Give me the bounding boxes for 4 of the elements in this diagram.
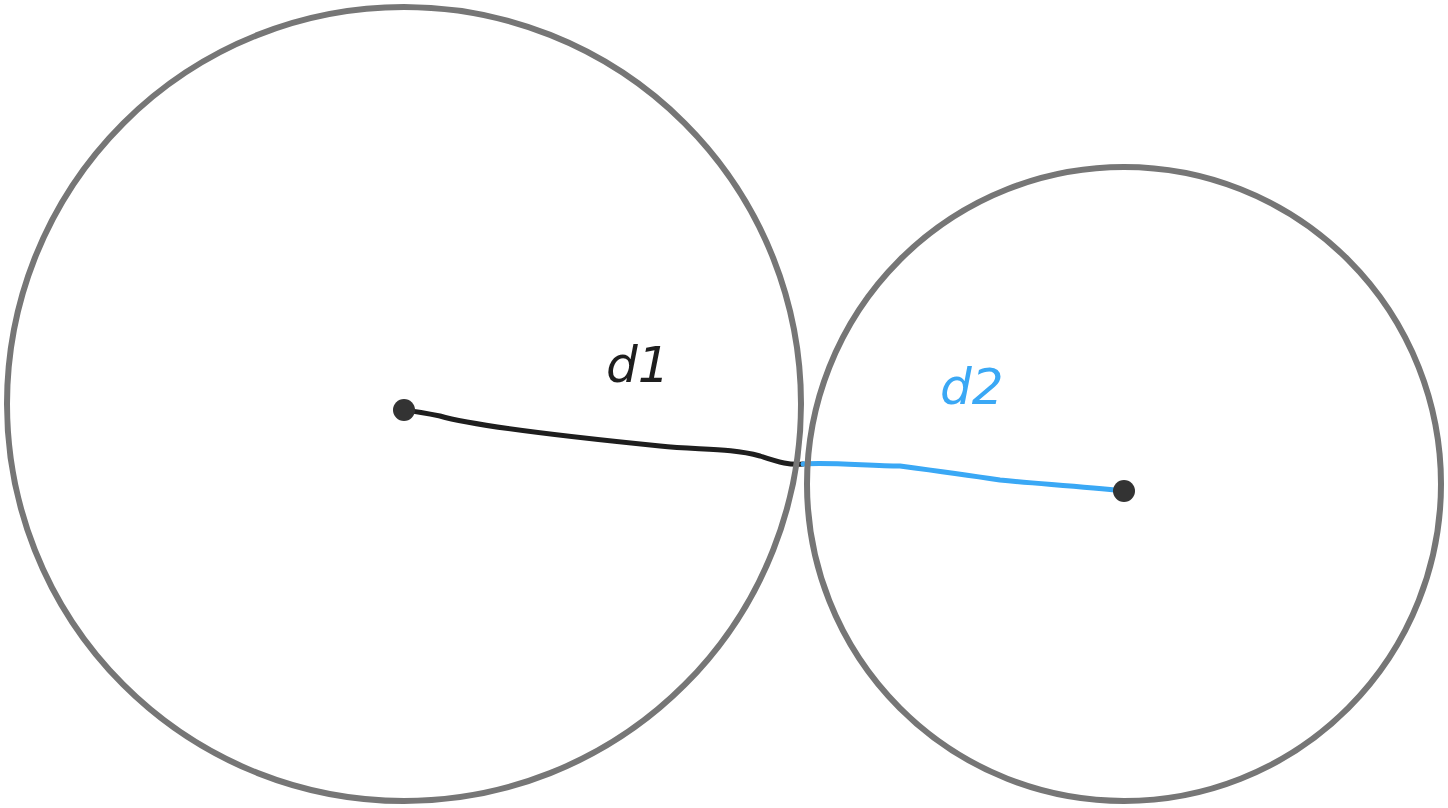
circle-outline — [4, 4, 804, 804]
radius-label: d1 — [606, 340, 670, 390]
radius-label: d2 — [940, 362, 1004, 412]
circle-outline — [804, 164, 1444, 804]
